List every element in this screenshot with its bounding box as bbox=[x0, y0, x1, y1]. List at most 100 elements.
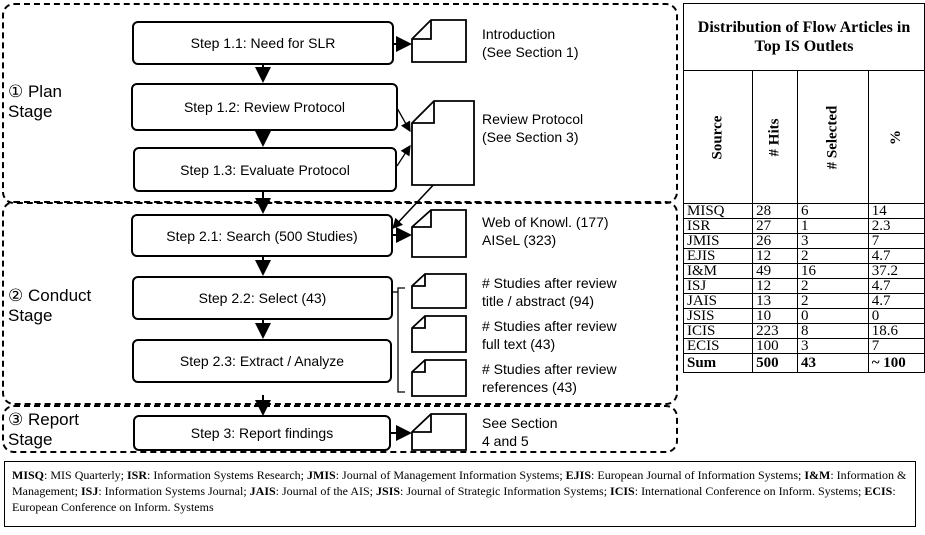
document-icon bbox=[411, 19, 467, 63]
document-icon bbox=[411, 413, 467, 451]
table-cell: 7 bbox=[867, 338, 925, 354]
doc-select-text: # Studies after review title / abstract … bbox=[482, 275, 617, 309]
table-cell: 12 bbox=[752, 278, 798, 294]
sum-hits: 500 bbox=[752, 353, 798, 373]
table-cell: 2 bbox=[796, 248, 869, 264]
step-1-1-box: Step 1.1: Need for SLR bbox=[132, 21, 394, 65]
table-cell: 49 bbox=[752, 263, 798, 279]
table-cell: 2.3 bbox=[867, 218, 925, 234]
table-cell: JAIS bbox=[682, 293, 754, 309]
table-cell: 4.7 bbox=[867, 293, 925, 309]
header-source: Source bbox=[682, 70, 754, 204]
legend-full: Journal of Management Information System… bbox=[342, 468, 566, 482]
table-cell: JSIS bbox=[682, 308, 754, 324]
table-cell: 8 bbox=[796, 323, 869, 339]
document-icon bbox=[411, 315, 467, 353]
step-2-3-box: Step 2.3: Extract / Analyze bbox=[132, 339, 392, 383]
table-title: Distribution of Flow Articles in Top IS … bbox=[683, 3, 925, 71]
table-cell: 3 bbox=[796, 338, 869, 354]
document-icon bbox=[411, 273, 467, 309]
table-cell: 100 bbox=[752, 338, 798, 354]
abbreviation-legend: MISQ: MIS Quarterly; ISR: Information Sy… bbox=[4, 461, 916, 527]
legend-full: MIS Quarterly; bbox=[50, 468, 128, 482]
step-3-box: Step 3: Report findings bbox=[133, 415, 391, 451]
table-cell: 13 bbox=[752, 293, 798, 309]
table-cell: 0 bbox=[867, 308, 925, 324]
table-cell: ISR bbox=[682, 218, 754, 234]
table-cell: 16 bbox=[796, 263, 869, 279]
conduct-stage-label: ② Conduct Stage bbox=[8, 286, 92, 325]
document-icon bbox=[411, 359, 467, 397]
report-stage-box bbox=[2, 405, 678, 453]
table-cell: 2 bbox=[796, 278, 869, 294]
step-1-3-box: Step 1.3: Evaluate Protocol bbox=[133, 147, 397, 192]
legend-abbr: JMIS bbox=[307, 468, 336, 482]
plan-stage-box bbox=[2, 3, 678, 204]
table-cell: 6 bbox=[796, 203, 869, 219]
table-cell: 28 bbox=[752, 203, 798, 219]
step-1-2-box: Step 1.2: Review Protocol bbox=[131, 83, 398, 131]
legend-full: Information Systems Journal; bbox=[104, 484, 250, 498]
legend-full: Journal of Strategic Information Systems… bbox=[406, 484, 611, 498]
table-cell: 4.7 bbox=[867, 278, 925, 294]
document-icon bbox=[411, 209, 467, 258]
legend-abbr: ISR bbox=[127, 468, 148, 482]
table-sum-row: Sum 500 43 ~ 100 bbox=[682, 353, 925, 373]
table-cell: ICIS bbox=[682, 323, 754, 339]
legend-full: European Conference on Inform. Systems bbox=[12, 500, 214, 514]
table-cell: I&M bbox=[682, 263, 754, 279]
legend-abbr: JAIS bbox=[249, 484, 276, 498]
table-cell: 7 bbox=[867, 233, 925, 249]
table-cell: 27 bbox=[752, 218, 798, 234]
sum-selected: 43 bbox=[796, 353, 869, 373]
table-cell: 10 bbox=[752, 308, 798, 324]
document-icon bbox=[411, 100, 475, 186]
legend-abbr: EJIS bbox=[565, 468, 592, 482]
table-cell: 2 bbox=[796, 293, 869, 309]
legend-abbr: I&M bbox=[804, 468, 831, 482]
table-cell: MISQ bbox=[682, 203, 754, 219]
legend-full: European Journal of Information Systems; bbox=[597, 468, 805, 482]
step-2-1-box: Step 2.1: Search (500 Studies) bbox=[131, 214, 393, 257]
table-cell: ISJ bbox=[682, 278, 754, 294]
plan-stage-label: ① Plan Stage bbox=[8, 82, 62, 121]
report-stage-label: ③ Report Stage bbox=[8, 410, 79, 449]
legend-abbr: ECIS bbox=[864, 484, 893, 498]
table-cell: 3 bbox=[796, 233, 869, 249]
table-cell: 0 bbox=[796, 308, 869, 324]
distribution-table: Distribution of Flow Articles in Top IS … bbox=[682, 3, 925, 373]
legend-abbr: ISJ bbox=[80, 484, 99, 498]
doc-report-text: See Section 4 and 5 bbox=[482, 415, 558, 449]
table-cell: 26 bbox=[752, 233, 798, 249]
legend-abbr: ICIS bbox=[610, 484, 635, 498]
conduct-stage-box bbox=[2, 201, 678, 405]
doc-search-text: Web of Knowl. (177) AISeL (323) bbox=[482, 214, 609, 248]
legend-full: Journal of the AIS; bbox=[282, 484, 377, 498]
table-cell: 223 bbox=[752, 323, 798, 339]
table-cell: 18.6 bbox=[867, 323, 925, 339]
header-selected: # Selected bbox=[796, 70, 869, 204]
doc-fulltext-text: # Studies after review full text (43) bbox=[482, 318, 617, 352]
table-cell: ECIS bbox=[682, 338, 754, 354]
header-percent: % bbox=[867, 70, 925, 204]
doc-intro-text: Introduction (See Section 1) bbox=[482, 26, 579, 60]
step-2-2-box: Step 2.2: Select (43) bbox=[132, 276, 393, 320]
table-cell: 1 bbox=[796, 218, 869, 234]
table-cell: 4.7 bbox=[867, 248, 925, 264]
table-cell: JMIS bbox=[682, 233, 754, 249]
legend-abbr: MISQ bbox=[12, 468, 45, 482]
legend-abbr: JSIS bbox=[376, 484, 401, 498]
legend-full: Information Systems Research; bbox=[153, 468, 308, 482]
